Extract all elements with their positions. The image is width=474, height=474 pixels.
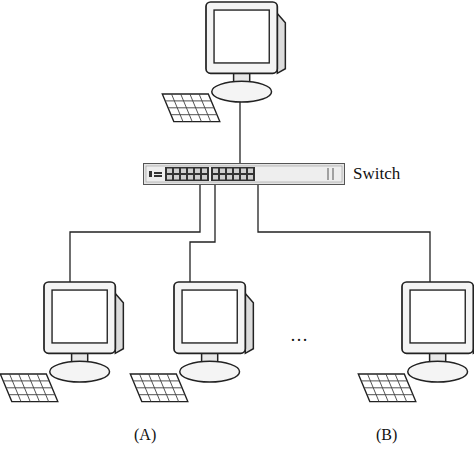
computer-icon [130,282,253,402]
figure-label: (B) [376,426,397,444]
computer-icon [162,2,285,122]
computer-icon [358,282,474,402]
switch-node: Switch [143,163,345,185]
computer-icon [0,282,123,402]
wire [258,185,430,282]
wire [190,185,215,282]
wire [70,185,200,282]
figure-label: (A) [134,426,156,444]
switch-label: Switch [353,164,400,184]
figure-label: … [290,325,308,346]
switch-shape [143,163,345,185]
